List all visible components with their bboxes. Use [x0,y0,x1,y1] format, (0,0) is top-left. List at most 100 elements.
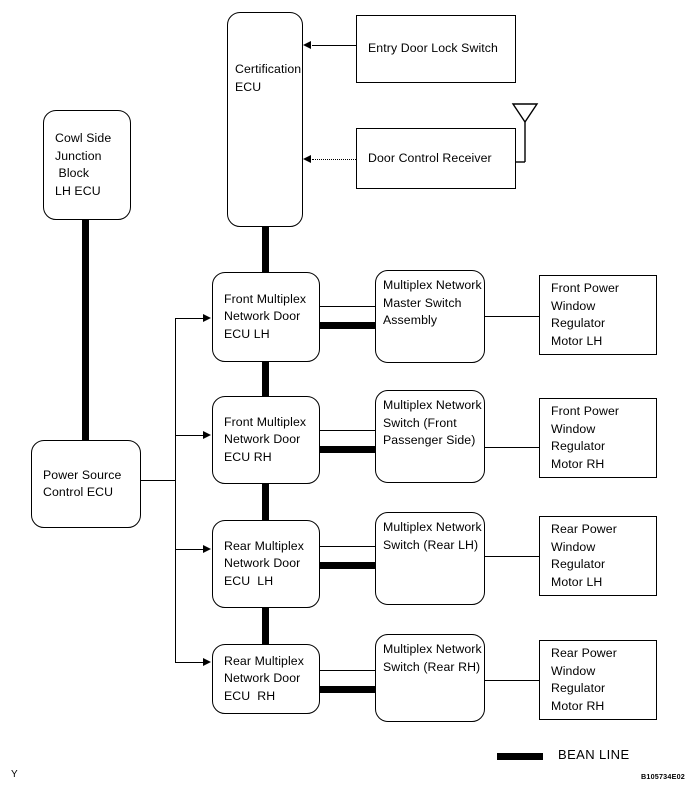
node-multiplex-network-switch-front-passenger[interactable]: Multiplex Network Switch (Front Passenge… [375,390,485,483]
motor-rear-lh-line-1: Rear Power [551,522,617,536]
figure-code: B105734E02 [641,772,685,781]
power-branch-arrow-rear-rh [203,658,211,666]
legend-bean-line-label: BEAN LINE [558,747,630,762]
rear-lh-line-2: Network Door [224,556,301,571]
rear-rh-line-2: Network Door [224,671,301,686]
motor-front-lh-line-2: Window [551,298,596,313]
node-cowl-side-junction-block-lh-ecu[interactable]: Cowl Side Junction Block LH ECU [43,110,131,220]
front-rh-line-1: Front Multiplex [224,414,307,429]
power-branch-rear-rh [175,662,204,663]
motor-rear-rh-line-4: Motor RH [551,698,605,713]
master-switch-line-3: Assembly [383,313,438,327]
node-multiplex-network-master-switch-assembly[interactable]: Multiplex Network Master Switch Assembly [375,270,485,363]
node-front-multiplex-network-door-ecu-rh[interactable]: Front Multiplex Network Door ECU RH [212,396,320,484]
switch-fp-line-3: Passenger Side) [383,433,476,447]
motor-front-rh-line-2: Window [551,421,596,436]
motor-rear-lh-line-2: Window [551,539,596,554]
node-power-source-control-ecu[interactable]: Power Source Control ECU [31,440,141,528]
cowl-side-line-4: LH ECU [55,183,101,198]
node-rear-power-window-regulator-motor-lh[interactable]: Rear Power Window Regulator Motor LH [539,516,657,596]
motor-front-rh-line-3: Regulator [551,439,606,453]
power-source-line-1: Power Source [43,467,122,482]
bean-line-rear-lh-to-rear-rh [262,608,269,644]
legend-bean-line-swatch [497,753,543,760]
signal-line-rear-rh-to-switch-rear-rh [318,670,378,671]
signal-line-switch-rear-rh-to-motor-rear-rh [484,680,540,681]
rear-rh-line-3: ECU RH [224,688,276,703]
arrow-entry-switch-to-certification [303,41,311,49]
power-branch-arrow-front-lh [203,314,211,322]
power-branch-rear-lh [175,549,204,550]
master-switch-line-2: Master Switch [383,295,462,310]
front-rh-line-2: Network Door [224,432,301,447]
node-multiplex-network-switch-rear-rh[interactable]: Multiplex Network Switch (Rear RH) [375,634,485,722]
node-front-multiplex-network-door-ecu-lh[interactable]: Front Multiplex Network Door ECU LH [212,272,320,362]
node-multiplex-network-switch-rear-lh[interactable]: Multiplex Network Switch (Rear LH) [375,512,485,605]
signal-line-switch-rear-lh-to-motor-rear-lh [484,556,540,557]
signal-line-front-rh-to-switch-fp [318,430,378,431]
switch-rear-rh-line-1: Multiplex Network [383,642,482,656]
cowl-side-line-2: Junction [55,148,102,163]
cowl-side-line-1: Cowl Side [55,131,112,145]
node-rear-power-window-regulator-motor-rh[interactable]: Rear Power Window Regulator Motor RH [539,640,657,720]
switch-rear-rh-line-2: Switch (Rear RH) [383,659,481,674]
motor-rear-rh-line-3: Regulator [551,681,606,695]
bean-line-front-rh-to-rear-lh [262,484,269,520]
motor-front-lh-line-1: Front Power [551,281,620,295]
front-lh-line-1: Front Multiplex [224,291,307,306]
bean-line-certification-to-front-lh [262,225,269,274]
power-branch-arrow-rear-lh [203,545,211,553]
signal-line-receiver-to-certification [312,159,356,160]
bean-line-front-rh-to-switch-fp [316,446,379,453]
power-source-line-2: Control ECU [43,485,114,499]
motor-front-rh-line-4: Motor RH [551,456,605,471]
power-bus-stub [141,480,176,481]
master-switch-line-1: Multiplex Network [383,278,482,292]
door-control-receiver-label: Door Control Receiver [368,150,492,165]
power-branch-front-rh [175,435,204,436]
motor-rear-lh-line-3: Regulator [551,557,606,571]
certification-ecu-line-2: ECU [235,79,262,94]
bean-line-rear-lh-to-switch-rear-lh [316,562,379,569]
power-branch-front-lh [175,318,204,319]
rear-rh-line-1: Rear Multiplex [224,653,304,668]
signal-line-entry-switch-to-certification [312,45,356,46]
front-lh-line-3: ECU LH [224,326,270,341]
power-branch-arrow-front-rh [203,431,211,439]
front-lh-line-2: Network Door [224,309,301,324]
arrow-receiver-to-certification [303,155,311,163]
switch-rear-lh-line-2: Switch (Rear LH) [383,537,479,552]
signal-line-rear-lh-to-switch-rear-lh [318,546,378,547]
rear-lh-line-1: Rear Multiplex [224,538,304,553]
node-certification-ecu[interactable]: Certification ECU [227,12,303,227]
bean-line-front-lh-to-master-switch [316,322,379,329]
power-bus-vertical [175,318,176,662]
signal-line-front-lh-to-master-switch [318,306,378,307]
rear-lh-line-3: ECU LH [224,573,274,588]
certification-ecu-line-1: Certification [235,62,302,76]
switch-fp-line-1: Multiplex Network [383,398,482,412]
signal-line-switch-fp-to-motor-front-rh [484,447,540,448]
bean-line-cowl-to-power-source [82,218,89,442]
entry-door-lock-switch-label: Entry Door Lock Switch [368,41,498,56]
bean-line-rear-rh-to-switch-rear-rh [316,686,379,693]
signal-line-master-switch-to-motor-front-lh [484,316,540,317]
motor-rear-rh-line-2: Window [551,663,596,678]
bean-line-front-lh-to-front-rh [262,360,269,396]
motor-front-rh-line-1: Front Power [551,404,620,418]
node-entry-door-lock-switch[interactable]: Entry Door Lock Switch [356,15,516,83]
node-front-power-window-regulator-motor-rh[interactable]: Front Power Window Regulator Motor RH [539,398,657,478]
motor-front-lh-line-4: Motor LH [551,333,603,348]
corner-mark: Y [11,769,18,780]
motor-rear-lh-line-4: Motor LH [551,574,603,589]
motor-front-lh-line-3: Regulator [551,316,606,330]
switch-fp-line-2: Switch (Front [383,415,457,430]
node-rear-multiplex-network-door-ecu-rh[interactable]: Rear Multiplex Network Door ECU RH [212,644,320,714]
node-rear-multiplex-network-door-ecu-lh[interactable]: Rear Multiplex Network Door ECU LH [212,520,320,608]
front-rh-line-3: ECU RH [224,449,272,464]
node-door-control-receiver[interactable]: Door Control Receiver [356,128,516,189]
switch-rear-lh-line-1: Multiplex Network [383,520,482,534]
node-front-power-window-regulator-motor-lh[interactable]: Front Power Window Regulator Motor LH [539,275,657,355]
cowl-side-line-3: Block [55,166,90,180]
